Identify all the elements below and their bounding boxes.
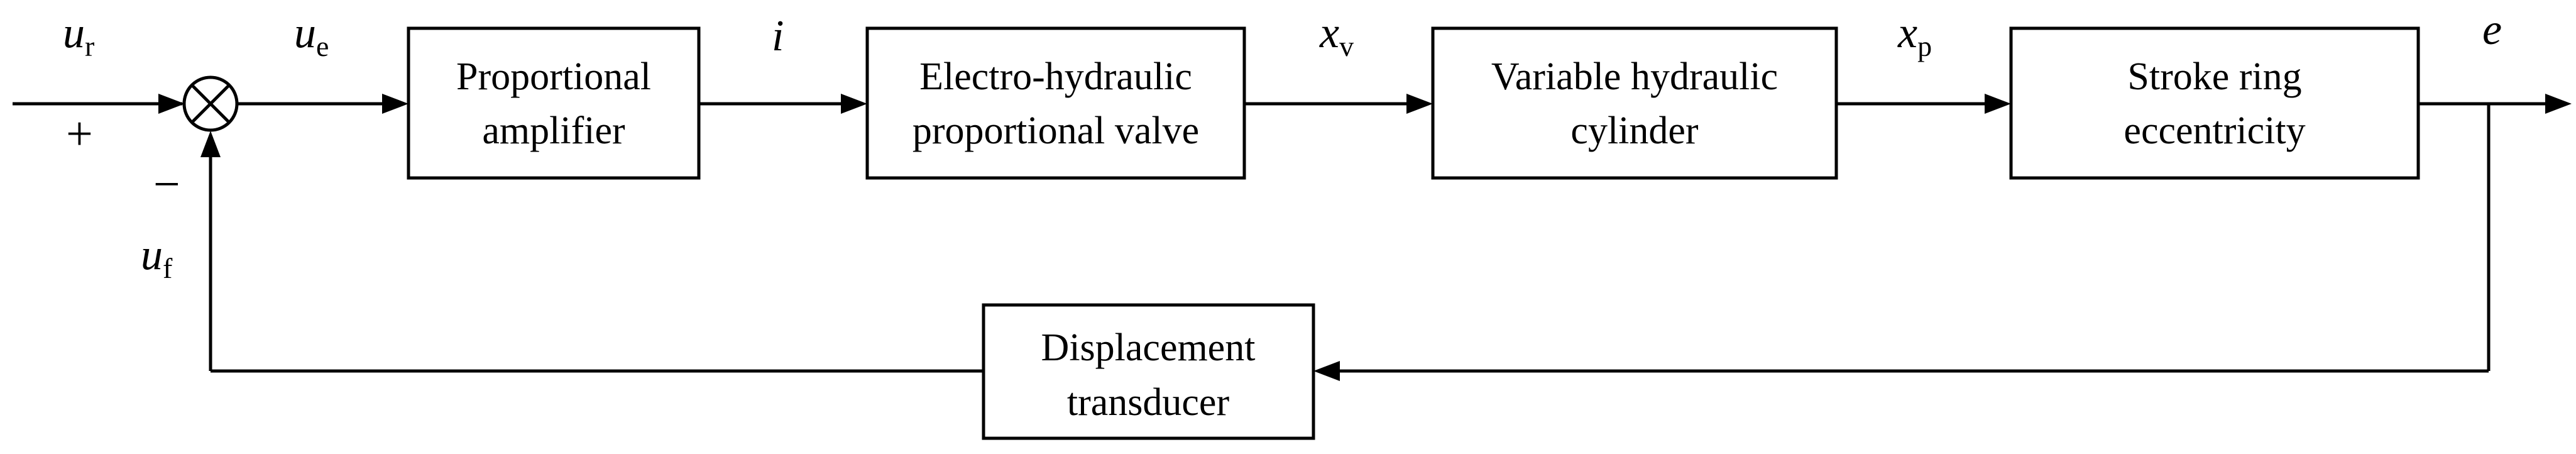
output-arrow: [2545, 94, 2572, 114]
cylinder-label-line1: Variable hydraulic: [1491, 55, 1778, 98]
summing-junction: [182, 75, 239, 132]
spool-arrow: [1406, 94, 1433, 114]
signal-label-uf: uf: [141, 231, 173, 284]
proportional-amplifier-block: [407, 26, 701, 180]
input-arrow: [158, 94, 185, 114]
transducer-label-line2: transducer: [1067, 381, 1230, 424]
error-arrow: [382, 94, 408, 114]
eccentricity-label-line2: eccentricity: [2124, 109, 2305, 152]
piston-arrow: [1985, 94, 2011, 114]
feedback-arrow: [1313, 361, 1340, 381]
proportional-valve-block: [865, 26, 1246, 180]
hydraulic-cylinder-block: [1431, 26, 1838, 180]
signal-label-e: e: [2482, 6, 2502, 54]
feedback-up-arrow: [200, 131, 221, 157]
minus-sign: −: [153, 158, 180, 211]
signal-label-i: i: [772, 12, 784, 60]
signal-label-xv: xv: [1319, 9, 1354, 62]
signal-label-ur: ur: [63, 9, 94, 62]
amplifier-label-line2: amplifier: [482, 109, 625, 152]
cylinder-label-line2: cylinder: [1570, 109, 1698, 152]
current-arrow: [841, 94, 867, 114]
valve-label-line2: proportional valve: [913, 109, 1199, 152]
stroke-ring-eccentricity-block: [2009, 26, 2420, 180]
valve-label-line1: Electro-hydraulic: [919, 55, 1192, 98]
eccentricity-label-line1: Stroke ring: [2127, 55, 2301, 98]
plus-sign: +: [66, 108, 93, 160]
transducer-label-line1: Displacement: [1041, 326, 1256, 369]
displacement-transducer-block: [982, 303, 1315, 440]
signal-label-xp: xp: [1897, 9, 1932, 62]
signal-label-ue: ue: [294, 9, 329, 62]
amplifier-label-line1: Proportional: [456, 55, 651, 98]
